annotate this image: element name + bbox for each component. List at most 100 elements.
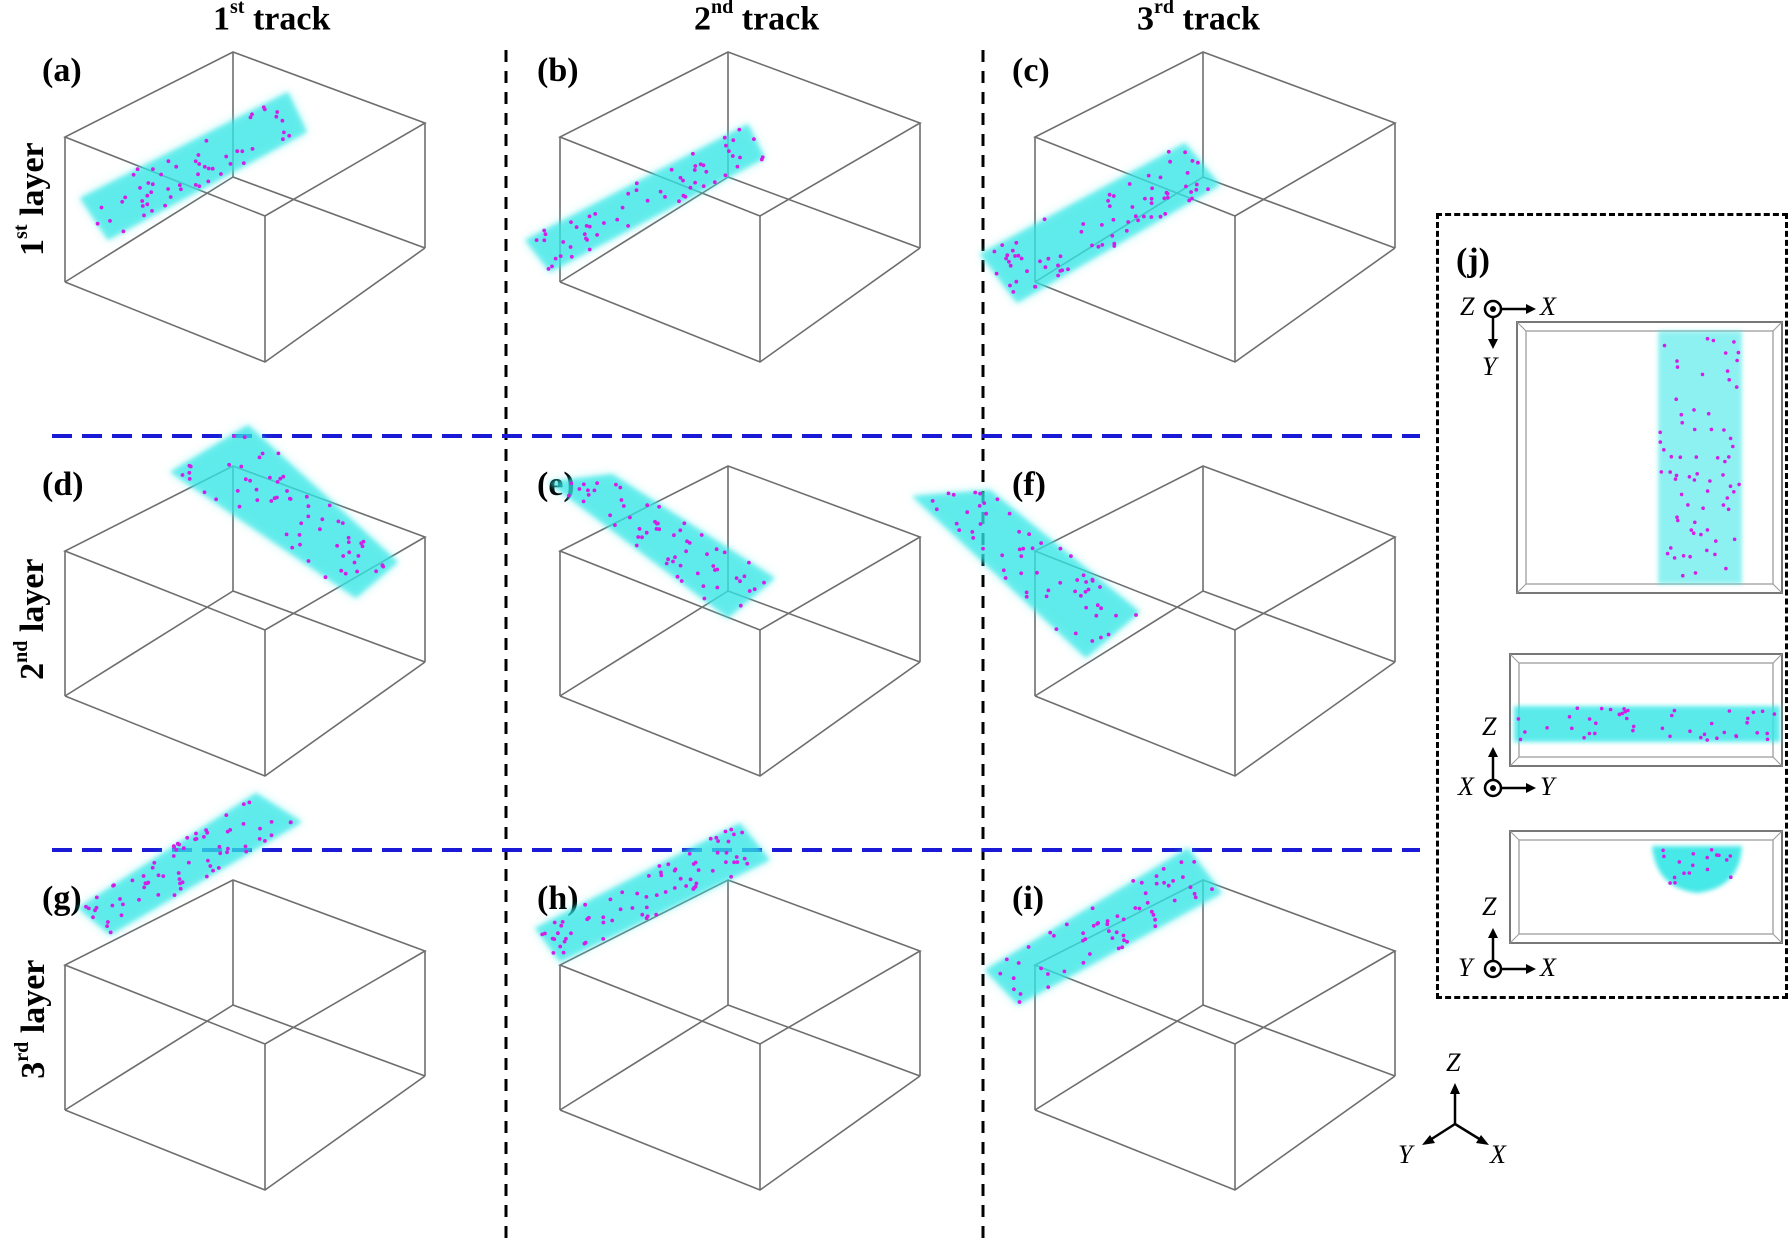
particle <box>1731 444 1735 449</box>
particle <box>1686 503 1690 507</box>
particle <box>1705 528 1710 532</box>
particle <box>704 169 709 174</box>
particle <box>306 559 311 563</box>
particle <box>1692 408 1696 412</box>
axis-triad-front-view <box>1483 928 1536 979</box>
particle <box>1083 589 1088 594</box>
particle <box>672 868 677 873</box>
particle <box>336 519 341 524</box>
particle <box>1084 580 1088 584</box>
particle <box>1675 515 1679 519</box>
particle <box>601 937 606 941</box>
particle <box>131 172 136 177</box>
particle <box>534 238 539 243</box>
particle <box>745 861 750 866</box>
particle <box>1017 529 1021 534</box>
particle <box>142 213 146 218</box>
box-floor-edge <box>1034 1004 1204 1111</box>
particle <box>615 217 620 222</box>
particle <box>1164 190 1169 195</box>
particle <box>647 874 651 878</box>
particle <box>1672 708 1677 713</box>
particle <box>1008 283 1012 288</box>
particle <box>119 913 124 918</box>
particle <box>163 203 168 208</box>
particle <box>1111 194 1116 198</box>
particle <box>306 504 311 509</box>
particle <box>141 874 146 878</box>
particle <box>542 228 547 233</box>
particle <box>1066 267 1070 272</box>
particle <box>1184 184 1188 189</box>
particle <box>1582 735 1586 740</box>
particle <box>1196 160 1200 165</box>
particle <box>1046 588 1051 593</box>
particle <box>227 462 232 467</box>
particle <box>595 481 599 485</box>
particle <box>543 931 547 936</box>
particle <box>343 571 348 576</box>
particle <box>276 451 281 456</box>
particle <box>677 199 681 204</box>
particle <box>1675 365 1680 369</box>
particle <box>150 209 154 213</box>
particle <box>1007 259 1011 264</box>
particle <box>1680 420 1684 425</box>
particle <box>263 839 267 843</box>
particle <box>168 195 173 199</box>
particle <box>243 477 248 482</box>
particle <box>341 554 346 558</box>
particle <box>347 550 352 555</box>
particle <box>356 554 361 558</box>
particle <box>1154 881 1159 886</box>
particle <box>180 473 185 477</box>
particle <box>149 190 154 195</box>
axis-label-x-global: X <box>1490 1140 1506 1169</box>
particle <box>752 137 756 142</box>
particle <box>698 162 703 167</box>
particle <box>205 830 210 835</box>
particle <box>1699 735 1703 740</box>
particle <box>1004 957 1009 962</box>
particle <box>724 860 728 864</box>
particle <box>735 860 740 864</box>
particle <box>1679 492 1684 497</box>
particle <box>1005 253 1010 258</box>
particle-group <box>84 800 293 935</box>
particle <box>715 850 720 855</box>
particle <box>1732 490 1736 494</box>
box-floor-edge <box>1202 590 1396 663</box>
particle <box>224 813 229 817</box>
particle <box>1039 966 1043 971</box>
particle <box>320 517 325 522</box>
particle <box>1044 594 1049 599</box>
particle <box>196 172 200 177</box>
particle <box>1681 573 1685 578</box>
axis-arrow-icon <box>1526 304 1536 314</box>
particle <box>682 521 687 526</box>
particle <box>1105 922 1110 927</box>
particle <box>1688 729 1692 733</box>
particle <box>1194 187 1199 192</box>
box-floor-edge <box>232 176 426 249</box>
particle <box>654 912 659 917</box>
simulation-box-b <box>525 51 922 363</box>
particle <box>658 189 663 194</box>
particle <box>738 603 743 608</box>
particle <box>1058 254 1063 259</box>
particle <box>731 138 736 143</box>
particle <box>1772 712 1777 716</box>
particle <box>193 183 198 187</box>
front-view-y <box>1509 830 1783 944</box>
particle <box>1166 883 1171 888</box>
particle <box>1161 867 1166 871</box>
particle <box>226 846 230 851</box>
particle <box>1010 248 1015 253</box>
particle <box>620 890 625 895</box>
particle <box>730 154 735 158</box>
particle <box>965 510 970 515</box>
particle <box>219 172 223 176</box>
particle <box>1048 930 1053 935</box>
column-heading-1: 1st track <box>213 0 331 38</box>
